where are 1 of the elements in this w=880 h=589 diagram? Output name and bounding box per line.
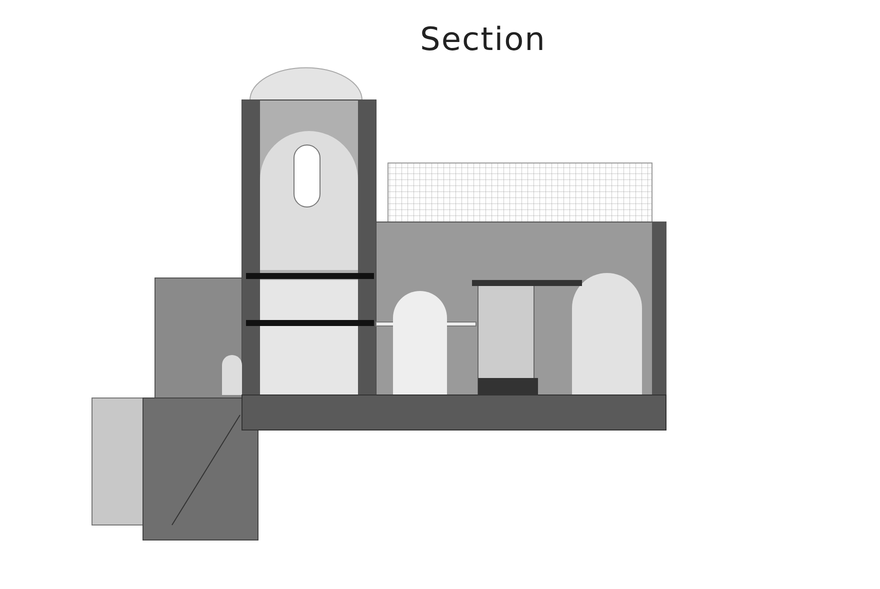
title: Section [419, 20, 547, 58]
